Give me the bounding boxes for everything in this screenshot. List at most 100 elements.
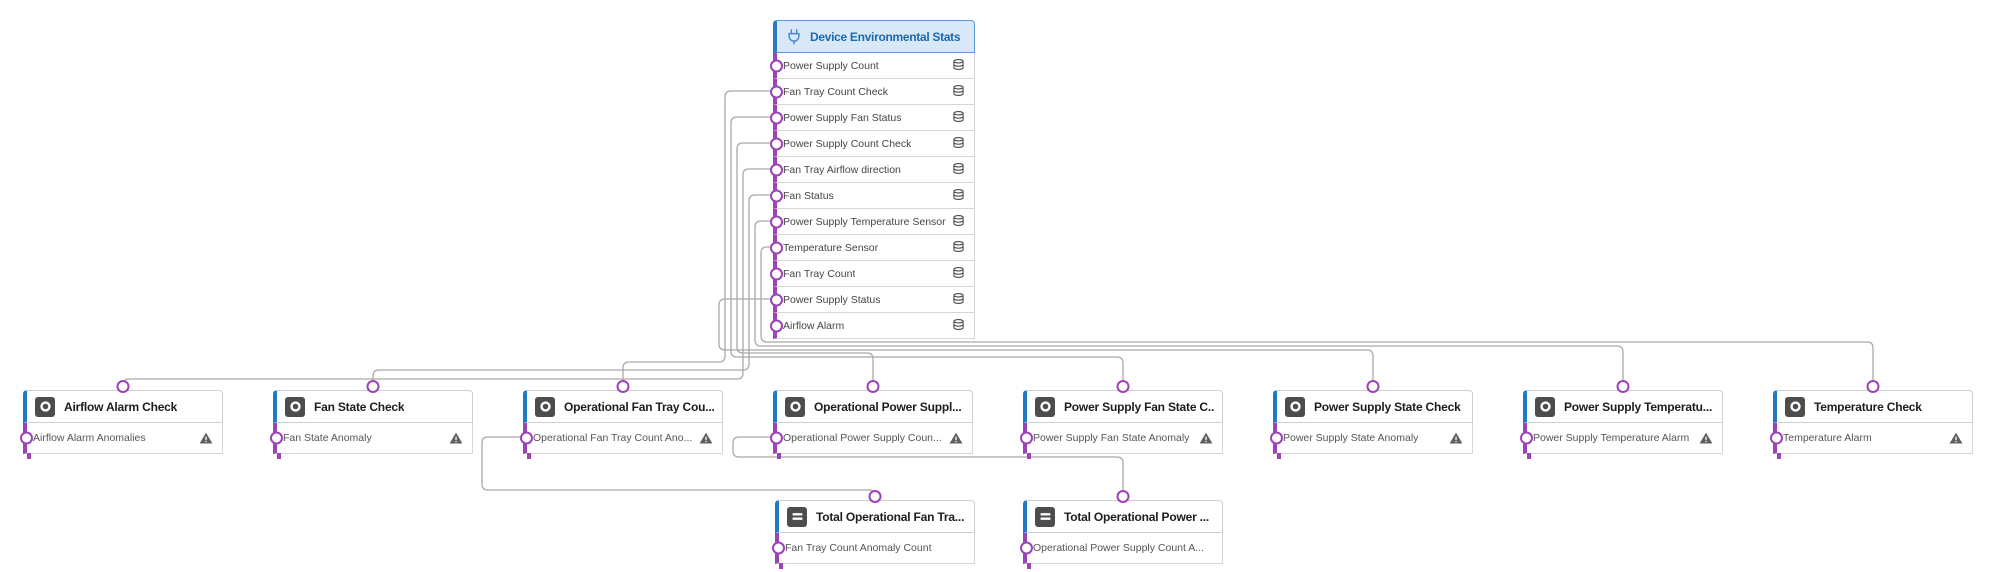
output-port[interactable] xyxy=(770,85,783,98)
wire-power-supply-fan-status xyxy=(730,116,1124,390)
output-row[interactable]: Power Supply Status xyxy=(770,287,975,313)
database-icon xyxy=(951,110,966,125)
output-port[interactable] xyxy=(770,267,783,280)
rule-check-icon xyxy=(1035,396,1055,417)
output-port[interactable] xyxy=(1020,431,1033,445)
input-port[interactable] xyxy=(366,380,380,393)
database-icon xyxy=(951,292,966,307)
node-power-supply-fan-state-check[interactable]: Power Supply Fan State C... Power Supply… xyxy=(1020,380,1223,459)
node-device-environmental-stats[interactable]: Device Environmental Stats Power Supply … xyxy=(770,20,975,339)
node-header[interactable]: Airflow Alarm Check xyxy=(23,390,223,423)
output-port[interactable] xyxy=(1270,431,1283,445)
database-icon xyxy=(951,266,966,281)
output-port[interactable] xyxy=(770,293,783,306)
node-header[interactable]: Device Environmental Stats xyxy=(773,20,975,53)
output-row[interactable]: Airflow Alarm xyxy=(770,313,975,339)
output-row[interactable]: Operational Fan Tray Count Ano... xyxy=(520,423,723,459)
output-port[interactable] xyxy=(770,59,783,72)
warning-icon xyxy=(198,430,214,446)
output-row[interactable]: Fan Tray Airflow direction xyxy=(770,157,975,183)
node-total-operational-power[interactable]: Total Operational Power ... Operational … xyxy=(1020,490,1223,569)
output-port[interactable] xyxy=(1020,541,1033,555)
output-row[interactable]: Operational Power Supply Coun... xyxy=(770,423,973,459)
node-title: Operational Power Suppl... xyxy=(814,399,962,414)
output-row[interactable]: Operational Power Supply Count A... xyxy=(1020,533,1223,569)
node-header[interactable]: Power Supply Temperatu... xyxy=(1523,390,1723,423)
output-port[interactable] xyxy=(770,431,783,445)
port-tail xyxy=(27,453,31,459)
output-row[interactable]: Fan State Anomaly xyxy=(270,423,473,459)
input-port[interactable] xyxy=(866,380,880,393)
output-row[interactable]: Temperature Alarm xyxy=(1770,423,1973,459)
database-icon xyxy=(951,136,966,151)
output-port[interactable] xyxy=(770,163,783,176)
output-port[interactable] xyxy=(520,431,533,445)
node-total-operational-fan-tray[interactable]: Total Operational Fan Tra... Fan Tray Co… xyxy=(772,490,975,569)
output-row[interactable]: Power Supply State Anomaly xyxy=(1270,423,1473,459)
output-port[interactable] xyxy=(770,215,783,228)
warning-icon xyxy=(448,430,464,446)
node-power-supply-state-check[interactable]: Power Supply State Check Power Supply St… xyxy=(1270,380,1473,459)
node-header[interactable]: Operational Power Suppl... xyxy=(773,390,973,423)
node-header[interactable]: Total Operational Power ... xyxy=(1023,500,1223,533)
output-row[interactable]: Fan Tray Count Anomaly Count xyxy=(772,533,975,569)
input-port[interactable] xyxy=(616,380,630,393)
wire-fan-tray-airflow xyxy=(122,168,773,390)
rule-check-icon xyxy=(535,396,555,417)
input-port[interactable] xyxy=(1366,380,1380,393)
output-row[interactable]: Fan Status xyxy=(770,183,975,209)
output-row[interactable]: Temperature Sensor xyxy=(770,235,975,261)
input-port[interactable] xyxy=(1116,490,1130,503)
output-row[interactable]: Power Supply Temperature Alarm xyxy=(1520,423,1723,459)
warning-icon xyxy=(698,430,714,446)
power-plug-icon xyxy=(785,28,803,46)
input-port[interactable] xyxy=(116,380,130,393)
output-port[interactable] xyxy=(1520,431,1533,445)
node-header[interactable]: Operational Fan Tray Cou... xyxy=(523,390,723,423)
node-header[interactable]: Power Supply Fan State C... xyxy=(1023,390,1223,423)
node-operational-fan-tray-count[interactable]: Operational Fan Tray Cou... Operational … xyxy=(520,380,723,459)
database-icon xyxy=(951,240,966,255)
database-icon xyxy=(951,318,966,333)
output-port[interactable] xyxy=(770,111,783,124)
output-port[interactable] xyxy=(270,431,283,445)
output-row[interactable]: Fan Tray Count xyxy=(770,261,975,287)
output-row[interactable]: Power Supply Fan State Anomaly xyxy=(1020,423,1223,459)
node-power-supply-temperature-check[interactable]: Power Supply Temperatu... Power Supply T… xyxy=(1520,380,1723,459)
output-port[interactable] xyxy=(1770,431,1783,445)
node-header[interactable]: Fan State Check xyxy=(273,390,473,423)
output-row[interactable]: Power Supply Count xyxy=(770,53,975,79)
input-port[interactable] xyxy=(1116,380,1130,393)
node-header[interactable]: Power Supply State Check xyxy=(1273,390,1473,423)
output-port[interactable] xyxy=(772,541,785,555)
output-port[interactable] xyxy=(770,241,783,254)
node-fan-state-check[interactable]: Fan State Check Fan State Anomaly xyxy=(270,380,473,459)
output-port[interactable] xyxy=(770,319,783,332)
rule-check-icon xyxy=(1785,396,1805,417)
rule-check-icon xyxy=(35,396,55,417)
output-port[interactable] xyxy=(770,189,783,202)
output-port[interactable] xyxy=(20,431,33,445)
input-port[interactable] xyxy=(1866,380,1880,393)
wire-temperature-sensor xyxy=(760,246,1874,390)
output-row[interactable]: Power Supply Count Check xyxy=(770,131,975,157)
node-header[interactable]: Total Operational Fan Tra... xyxy=(775,500,975,533)
port-tail xyxy=(1277,453,1281,459)
output-row[interactable]: Power Supply Fan Status xyxy=(770,105,975,131)
node-airflow-alarm-check[interactable]: Airflow Alarm Check Airflow Alarm Anomal… xyxy=(20,380,223,459)
output-row[interactable]: Airflow Alarm Anomalies xyxy=(20,423,223,459)
rule-check-icon xyxy=(1535,396,1555,417)
node-operational-power-supply[interactable]: Operational Power Suppl... Operational P… xyxy=(770,380,973,459)
input-port[interactable] xyxy=(868,490,882,503)
output-port[interactable] xyxy=(770,137,783,150)
node-header[interactable]: Temperature Check xyxy=(1773,390,1973,423)
warning-icon xyxy=(1198,430,1214,446)
input-port[interactable] xyxy=(1616,380,1630,393)
node-temperature-check[interactable]: Temperature Check Temperature Alarm xyxy=(1770,380,1973,459)
output-row[interactable]: Fan Tray Count Check xyxy=(770,79,975,105)
output-row[interactable]: Power Supply Temperature Sensor xyxy=(770,209,975,235)
node-title: Temperature Check xyxy=(1814,399,1922,414)
node-title: Power Supply Temperatu... xyxy=(1564,399,1713,414)
